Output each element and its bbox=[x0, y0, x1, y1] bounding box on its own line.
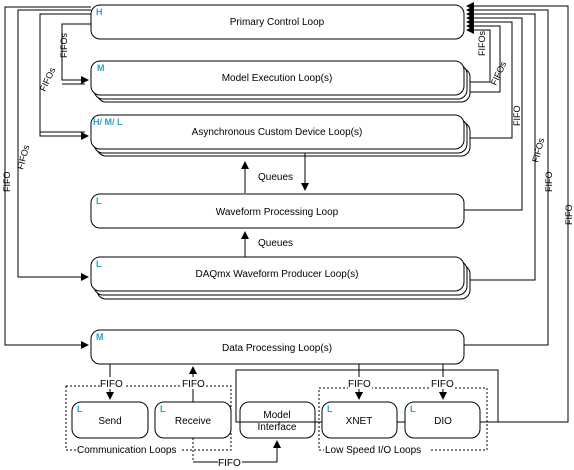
fifo-right-3-label: FIFO bbox=[512, 106, 522, 127]
fifos-left-mid-label: FIFOs bbox=[38, 66, 58, 93]
fifo-receive-label: FIFO bbox=[182, 379, 205, 390]
xnet-loop-priority-tag: L bbox=[327, 404, 333, 414]
queues-bottom-label: Queues bbox=[258, 238, 293, 249]
model-loop-priority-tag: M bbox=[97, 63, 105, 73]
async-loop-label: Asynchronous Custom Device Loop(s) bbox=[192, 127, 363, 138]
waveform-loop-priority-tag: L bbox=[96, 196, 102, 206]
receive-loop-priority-tag: L bbox=[160, 404, 166, 414]
communication-loops-label: Communication Loops bbox=[77, 445, 177, 456]
send-loop-label: Send bbox=[98, 416, 121, 427]
fifo-dio-label: FIFO bbox=[431, 379, 454, 390]
model-interface-line1: Model bbox=[263, 410, 290, 421]
fifo-left-far-label: FIFO bbox=[2, 172, 12, 193]
fifos-right-2-label: FIFOs bbox=[489, 60, 509, 87]
waveform-loop-label: Waveform Processing Loop bbox=[216, 207, 339, 218]
xnet-loop-box: L XNET bbox=[321, 401, 398, 439]
dio-loop-box: L DIO bbox=[404, 401, 481, 439]
primary-control-loop-box: H Primary Control Loop bbox=[90, 4, 465, 40]
fifo-send-label: FIFO bbox=[100, 379, 123, 390]
receive-loop-label: Receive bbox=[175, 416, 212, 427]
data-loop-label: Data Processing Loop(s) bbox=[222, 343, 332, 354]
fifo-model-interface-label: FIFO bbox=[218, 458, 241, 469]
data-processing-loop-box: M Data Processing Loop(s) bbox=[90, 329, 465, 365]
queues-top-label: Queues bbox=[258, 172, 293, 183]
model-interface-box: Model Interface bbox=[239, 401, 316, 439]
receive-loop-box: L Receive bbox=[154, 401, 232, 439]
daqmx-loop-label: DAQmx Waveform Producer Loop(s) bbox=[195, 269, 358, 280]
fifos-right-1-label: FIFOs bbox=[477, 31, 487, 56]
waveform-processing-loop-box: L Waveform Processing Loop bbox=[90, 193, 465, 229]
daqmx-loop-priority-tag: L bbox=[96, 259, 102, 269]
fifo-right-5-label: FIFO bbox=[544, 172, 554, 193]
async-loop-priority-tag: H/ M/ L bbox=[93, 117, 123, 127]
model-loop-label: Model Execution Loop(s) bbox=[222, 73, 333, 84]
fifo-xnet-label: FIFO bbox=[348, 379, 371, 390]
primary-loop-label: Primary Control Loop bbox=[230, 17, 325, 28]
dio-loop-priority-tag: L bbox=[410, 404, 416, 414]
low-speed-io-label: Low Speed I/O Loops bbox=[325, 445, 421, 456]
left-fifo-connectors bbox=[4, 6, 91, 349]
send-loop-priority-tag: L bbox=[77, 404, 83, 414]
data-loop-priority-tag: M bbox=[96, 332, 104, 342]
model-execution-loop-box: M Model Execution Loop(s) bbox=[90, 60, 471, 103]
xnet-loop-label: XNET bbox=[346, 416, 373, 427]
fifo-right-6-label: FIFO bbox=[564, 205, 574, 226]
fifos-left-inner-label: FIFOs bbox=[59, 33, 69, 58]
async-custom-device-loop-box: H/ M/ L Asynchronous Custom Device Loop(… bbox=[90, 114, 471, 157]
model-interface-line2: Interface bbox=[258, 422, 297, 433]
send-loop-box: L Send bbox=[71, 401, 149, 439]
daqmx-producer-loop-box: L DAQmx Waveform Producer Loop(s) bbox=[90, 256, 471, 300]
primary-loop-priority-tag: H bbox=[96, 7, 103, 17]
fifos-right-4-label: FIFOs bbox=[530, 136, 546, 163]
dio-loop-label: DIO bbox=[434, 416, 452, 427]
right-fifo-connectors bbox=[464, 2, 569, 423]
